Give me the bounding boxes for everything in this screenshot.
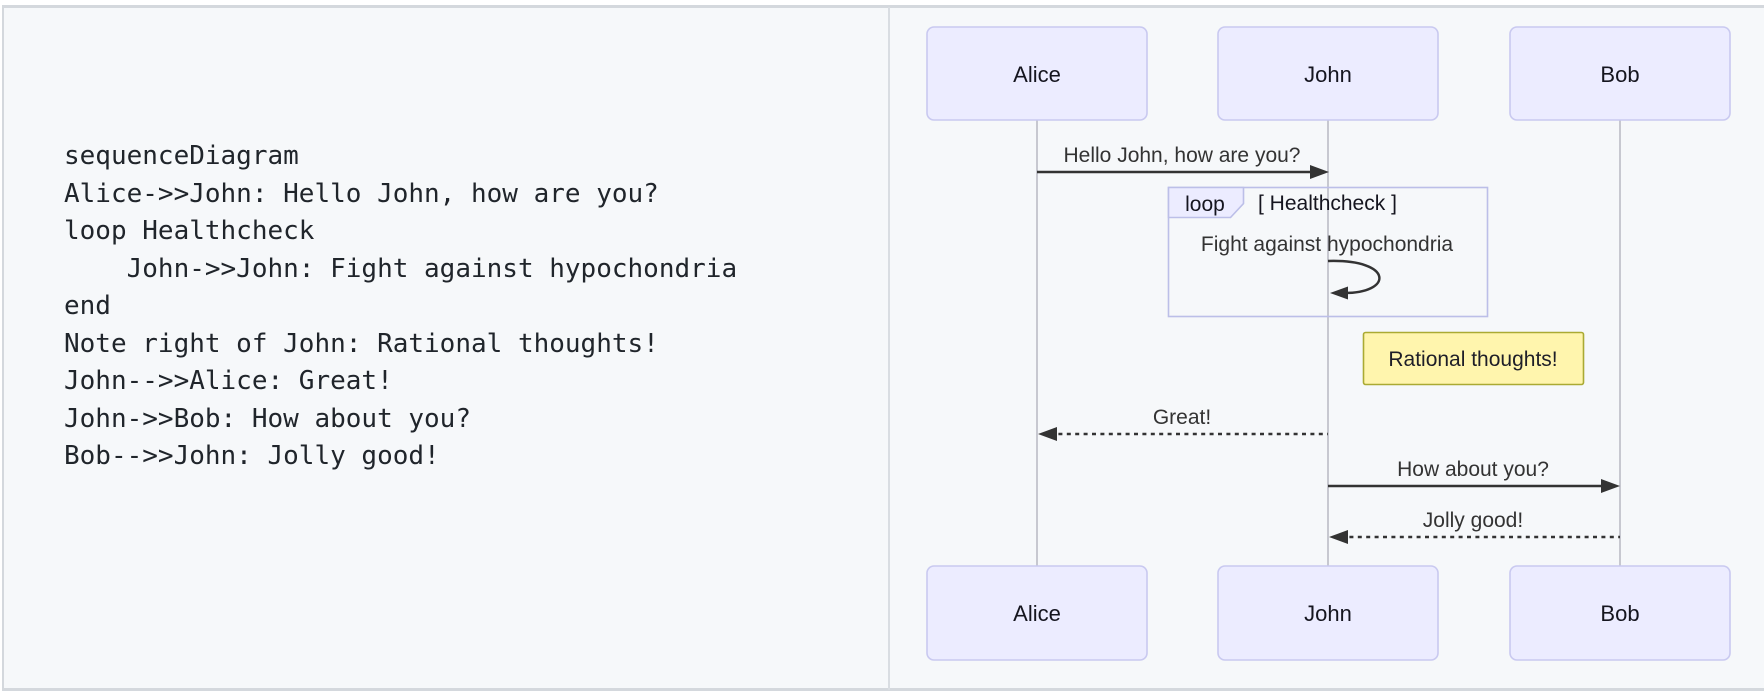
actor-box-top-john [1217, 26, 1439, 121]
actor-label-top-bob: Bob [1600, 62, 1639, 87]
note-text: Rational thoughts! [1388, 348, 1557, 371]
loop-condition: [ Healthcheck ] [1258, 192, 1397, 215]
arrowhead-hello [1310, 165, 1329, 179]
actor-label-top-john: John [1304, 62, 1352, 87]
actor-box-top-bob [1509, 26, 1731, 121]
actor-box-bottom-john [1217, 565, 1439, 661]
loop-label-tab [1167, 186, 1245, 219]
diagram-panel: Alice John Bob Hello John, how are you? … [890, 0, 1764, 698]
message-label-self: Fight against hypochondria [1201, 233, 1453, 256]
loop-frame [1167, 186, 1489, 318]
actor-label-bottom-bob: Bob [1600, 601, 1639, 626]
actor-box-top-alice [926, 26, 1148, 121]
message-label-jolly: Jolly good! [1423, 509, 1523, 532]
message-label-hello: Hello John, how are you? [1064, 144, 1301, 167]
arrowhead-how-about [1601, 479, 1620, 493]
message-label-how-about: How about you? [1397, 458, 1549, 481]
loop-label: loop [1185, 193, 1225, 216]
self-message-arc [1327, 259, 1381, 295]
arrowhead-jolly [1329, 530, 1348, 544]
panel-divider [888, 7, 890, 690]
actor-label-top-alice: Alice [1013, 62, 1061, 87]
actor-box-bottom-alice [926, 565, 1148, 661]
arrowhead-self [1330, 286, 1348, 300]
actor-box-bottom-bob [1509, 565, 1731, 661]
arrowhead-great [1038, 427, 1057, 441]
mermaid-source-code: sequenceDiagram Alice->>John: Hello John… [64, 141, 738, 471]
actor-label-bottom-alice: Alice [1013, 601, 1061, 626]
code-panel: sequenceDiagram Alice->>John: Hello John… [0, 7, 888, 690]
note-box [1362, 331, 1585, 386]
sequence-diagram: Alice John Bob Hello John, how are you? … [926, 26, 1731, 661]
message-label-great: Great! [1153, 406, 1211, 429]
actor-label-bottom-john: John [1304, 601, 1352, 626]
